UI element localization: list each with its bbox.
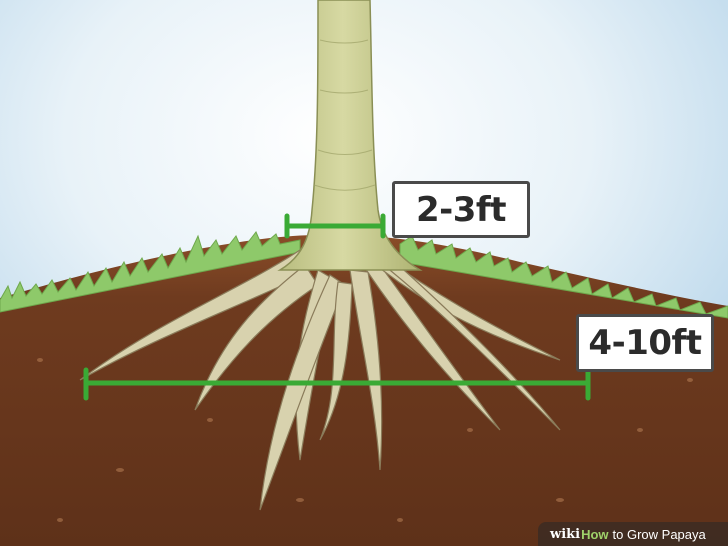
watermark-title: to Grow Papaya: [612, 526, 706, 542]
root-spread-measure-line: [83, 367, 591, 401]
roots: [79, 249, 561, 511]
watermark-how: How: [581, 526, 609, 542]
wikihow-watermark: wiki How to Grow Papaya: [538, 522, 728, 546]
soil: [0, 234, 728, 546]
trunk-width-measure-line: [284, 213, 386, 239]
trunk: [277, 0, 423, 271]
root-spread-label: 4-10ft: [576, 314, 714, 372]
watermark-brand: wiki: [550, 526, 581, 542]
grass: [0, 231, 728, 319]
trunk-rings: [313, 39, 376, 191]
soil-speckles: [37, 358, 693, 522]
trunk-width-label: 2-3ft: [392, 181, 530, 238]
